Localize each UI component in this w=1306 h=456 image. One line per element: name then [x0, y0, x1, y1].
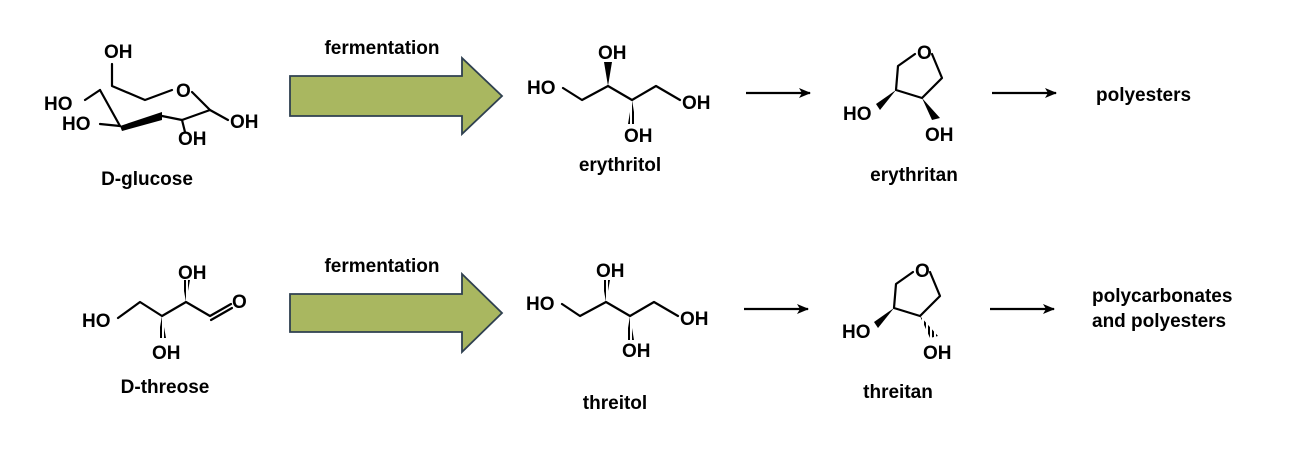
- threitol-oh-right: OH: [680, 309, 709, 330]
- threitol-oh-top: OH: [596, 261, 625, 282]
- fermentation-label-2: fermentation: [324, 256, 439, 277]
- threitan-ho-left: HO: [842, 322, 871, 343]
- d-threose-structure: OH HO O OH: [82, 263, 247, 364]
- erythritol-oh-right: OH: [682, 93, 711, 114]
- erythritan-oh-bottom: OH: [925, 125, 954, 146]
- hash-bond: [158, 316, 166, 338]
- threitol-ho-left: HO: [526, 294, 555, 315]
- glucose-ring-o: O: [176, 81, 191, 102]
- hash-bond: [602, 280, 610, 302]
- threitan-label: threitan: [863, 382, 933, 403]
- product-row2-line2: and polyesters: [1092, 311, 1226, 332]
- erythritan-ring-o: O: [917, 43, 932, 64]
- erythritol-structure: HO OH OH OH: [527, 43, 711, 147]
- threose-oh-bottom: OH: [152, 343, 181, 364]
- wedge-bond: [922, 98, 940, 120]
- threose-ho-left: HO: [82, 311, 111, 332]
- fermentation-arrow-1: [289, 55, 504, 137]
- threose-aldehyde-o: O: [232, 292, 247, 313]
- erythritan-label: erythritan: [870, 165, 958, 186]
- glucose-oh-bottom: OH: [178, 129, 207, 150]
- threitan-structure: O HO OH: [842, 261, 952, 364]
- erythritol-label: erythritol: [579, 155, 661, 176]
- hash-bond: [628, 100, 636, 124]
- wedge-bond: [874, 308, 894, 328]
- product-row2-line1: polycarbonates: [1092, 286, 1232, 307]
- erythritol-oh-top: OH: [598, 43, 627, 64]
- erythritol-ho-left: HO: [527, 78, 556, 99]
- d-glucose-label: D-glucose: [101, 169, 193, 190]
- glucose-ho-lower: HO: [62, 114, 91, 135]
- d-threose-label: D-threose: [121, 377, 210, 398]
- threitol-label: threitol: [583, 393, 647, 414]
- hash-bond: [920, 316, 938, 338]
- glucose-oh-right: OH: [230, 112, 259, 133]
- hash-bond: [182, 280, 190, 302]
- wedge-bond: [604, 62, 612, 86]
- erythritan-ho-left: HO: [843, 104, 872, 125]
- erythritan-structure: O HO OH: [843, 43, 954, 146]
- fermentation-label-1: fermentation: [324, 38, 439, 59]
- fermentation-arrow-2: [289, 271, 504, 355]
- d-glucose-structure: OH HO HO O OH OH: [44, 42, 259, 150]
- threitan-oh-bottom: OH: [923, 343, 952, 364]
- threitol-structure: HO OH OH OH: [526, 261, 709, 362]
- product-row1-line1: polyesters: [1096, 85, 1191, 106]
- glucose-oh-top: OH: [104, 42, 133, 63]
- threitol-oh-bottom: OH: [622, 341, 651, 362]
- wedge-bond: [876, 90, 896, 110]
- hash-bond: [626, 316, 634, 340]
- erythritol-oh-bottom: OH: [624, 126, 653, 147]
- threitan-ring-o: O: [915, 261, 930, 282]
- glucose-ho-left: HO: [44, 94, 73, 115]
- wedge-bond: [120, 112, 162, 131]
- threose-oh-top: OH: [178, 263, 207, 284]
